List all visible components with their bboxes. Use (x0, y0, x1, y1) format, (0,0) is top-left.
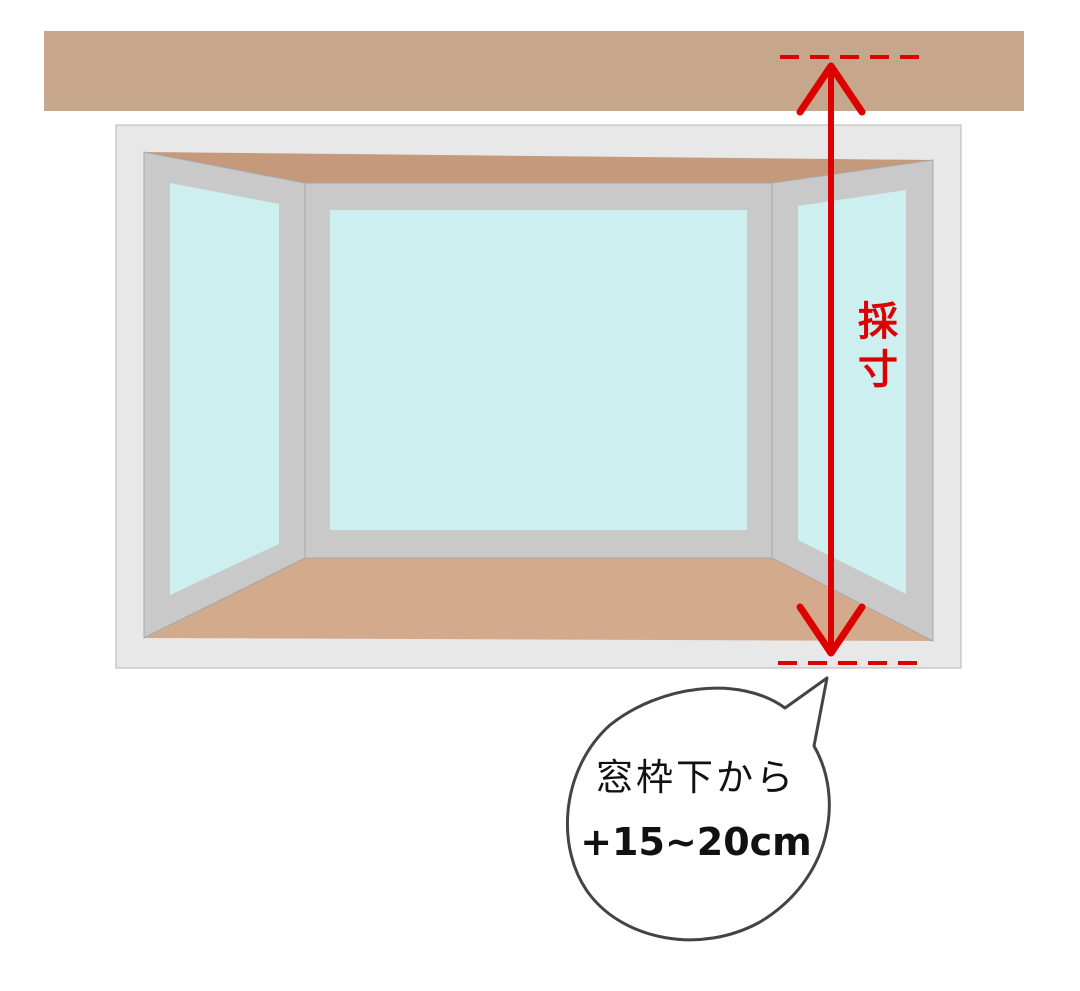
callout-line-1: 窓枠下から (596, 756, 796, 799)
ceiling-beam (44, 31, 1024, 111)
speech-bubble (566, 676, 831, 942)
arrow-head-down-icon (796, 603, 866, 657)
measurement-label-char-1: 採 (858, 299, 898, 345)
center-glass (330, 210, 747, 530)
measurement-label-char-2: 寸 (858, 347, 898, 393)
callout-line-2: +15~20cm (580, 820, 812, 864)
recess-top-panel (144, 152, 933, 183)
left-side-glass (170, 183, 279, 595)
right-side-glass (798, 190, 906, 594)
arrow-head-up-icon (796, 62, 866, 116)
recess-floor-panel (144, 558, 933, 641)
callout-text: 窓枠下から +15~20cm (566, 748, 826, 872)
measurement-label: 採 寸 (850, 298, 906, 394)
